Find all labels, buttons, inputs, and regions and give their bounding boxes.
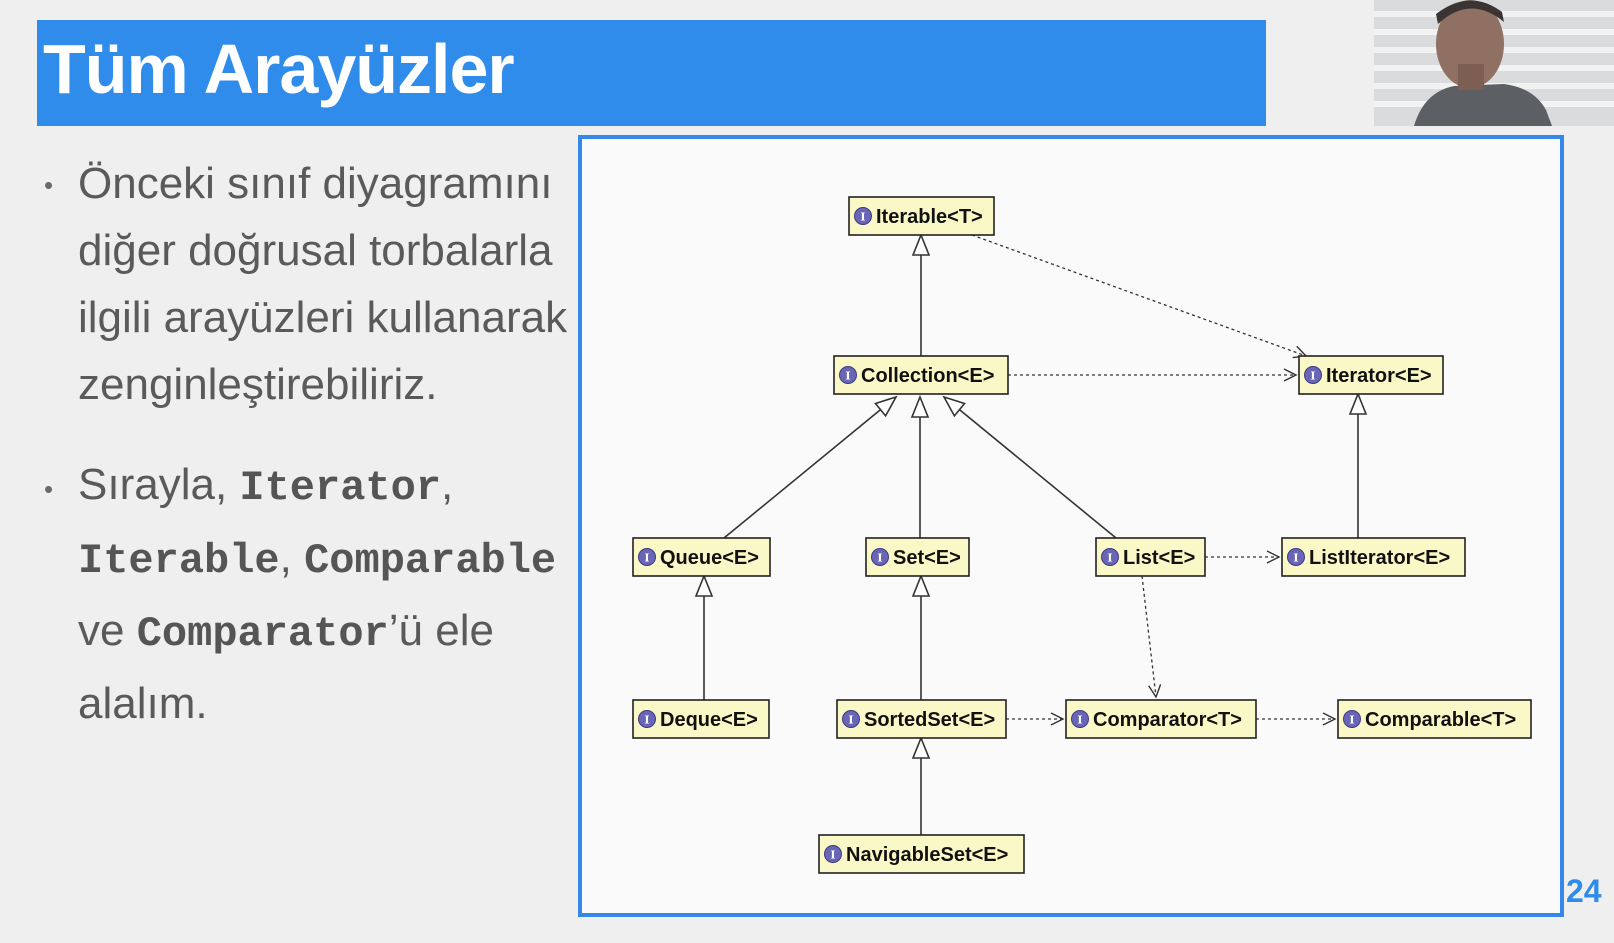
node-listiterator: I ListIterator<E>	[1281, 537, 1466, 577]
edge-sortedset-to-comparator	[1006, 712, 1065, 726]
node-label: NavigableSet<E>	[846, 844, 1008, 866]
edge-sortedset-to-set	[911, 573, 931, 700]
node-label: Deque<E>	[660, 709, 758, 731]
bullet-separator: ,	[279, 533, 305, 582]
code-iterable: Iterable	[78, 537, 280, 585]
interface-icon: I	[1304, 366, 1322, 384]
edge-collection-to-iterable	[911, 232, 931, 356]
interface-icon: I	[1343, 710, 1361, 728]
node-label: Comparable<T>	[1365, 709, 1516, 731]
bullet-text-suffix: ’ü ele alalım.	[78, 606, 494, 728]
svg-text:I: I	[1310, 370, 1315, 383]
node-box	[1095, 537, 1206, 577]
node-iterator: I Iterator<E>	[1298, 355, 1444, 395]
svg-text:I: I	[1293, 552, 1298, 565]
bullet-marker: •	[44, 474, 54, 504]
edge-list-to-collection	[942, 395, 1117, 539]
edge-comparator-to-comparable	[1256, 712, 1337, 726]
bullet-text: Önceki sınıf diyagramını diğer doğrusal …	[78, 159, 568, 409]
node-label: List<E>	[1123, 547, 1195, 569]
slide-title-bar: Tüm Arayüzler	[37, 20, 1266, 126]
interface-icon: I	[842, 710, 860, 728]
node-list: I List<E>	[1095, 537, 1206, 577]
node-box	[1298, 355, 1444, 395]
edge-deque-to-queue	[694, 573, 714, 700]
node-iterable: I Iterable<T>	[848, 196, 995, 236]
node-label: Collection<E>	[861, 365, 994, 387]
node-box	[848, 196, 995, 236]
edge-set-to-collection	[910, 394, 930, 538]
interface-icon: I	[1101, 548, 1119, 566]
interface-icon: I	[638, 710, 656, 728]
edge-list-to-comparator	[1141, 575, 1162, 699]
node-box	[1337, 699, 1532, 739]
node-box	[1065, 699, 1257, 739]
node-box	[836, 699, 1007, 739]
svg-text:I: I	[848, 714, 853, 727]
svg-text:I: I	[830, 849, 835, 862]
slide-title: Tüm Arayüzler	[43, 30, 515, 108]
page-number: 24	[1566, 873, 1602, 909]
bullet-list: • Önceki sınıf diyagramını diğer doğrusa…	[40, 150, 580, 739]
edge-navigableset-to-sortedset	[911, 735, 931, 835]
svg-text:I: I	[1107, 552, 1112, 565]
edge-collection-to-iterator	[1008, 368, 1298, 382]
node-label: ListIterator<E>	[1309, 547, 1450, 569]
bullet-marker: •	[44, 170, 54, 200]
edge-iterable-to-iterator	[971, 234, 1308, 359]
bullet-item: • Sırayla, Iterator, Iterable, Comparabl…	[40, 450, 580, 739]
bullet-item: • Önceki sınıf diyagramını diğer doğrusa…	[40, 150, 580, 418]
node-box	[1281, 537, 1466, 577]
node-label: Comparator<T>	[1093, 709, 1242, 731]
interface-icon: I	[1287, 548, 1305, 566]
svg-text:I: I	[644, 552, 649, 565]
edge-list-to-listiterator	[1205, 550, 1281, 564]
node-deque: I Deque<E>	[632, 699, 770, 739]
node-label: Queue<E>	[660, 547, 759, 569]
node-queue: I Queue<E>	[632, 537, 771, 577]
bullet-text-intro: Sırayla,	[78, 460, 240, 509]
interface-icon: I	[1071, 710, 1089, 728]
interface-icon: I	[824, 845, 842, 863]
node-navigableset: I NavigableSet<E>	[818, 834, 1025, 874]
edge-listiterator-to-iterator	[1348, 391, 1368, 538]
node-box	[833, 355, 1009, 395]
svg-text:I: I	[860, 211, 865, 224]
edge-queue-to-collection	[723, 395, 898, 539]
svg-text:I: I	[1077, 714, 1082, 727]
code-comparator: Comparator	[136, 610, 389, 658]
interface-icon: I	[638, 548, 656, 566]
node-collection: I Collection<E>	[833, 355, 1009, 395]
svg-text:I: I	[845, 370, 850, 383]
bullet-separator: ,	[441, 460, 454, 509]
node-label: Set<E>	[893, 547, 961, 569]
node-comparable: I Comparable<T>	[1337, 699, 1532, 739]
node-label: Iterable<T>	[876, 206, 983, 228]
code-iterator: Iterator	[239, 464, 442, 512]
svg-text:I: I	[644, 714, 649, 727]
node-set: I Set<E>	[865, 537, 970, 577]
node-sortedset: I SortedSet<E>	[836, 699, 1007, 739]
node-label: Iterator<E>	[1326, 365, 1432, 387]
interface-icon: I	[871, 548, 889, 566]
node-comparator: I Comparator<T>	[1065, 699, 1257, 739]
webcam-thumbnail	[1374, 0, 1614, 126]
node-box	[818, 834, 1025, 874]
bullet-conjunction: ve	[78, 606, 137, 655]
svg-text:I: I	[1349, 714, 1354, 727]
code-comparable: Comparable	[304, 537, 557, 585]
interface-icon: I	[839, 366, 857, 384]
node-label: SortedSet<E>	[864, 709, 995, 731]
interface-icon: I	[854, 207, 872, 225]
svg-text:I: I	[877, 552, 882, 565]
